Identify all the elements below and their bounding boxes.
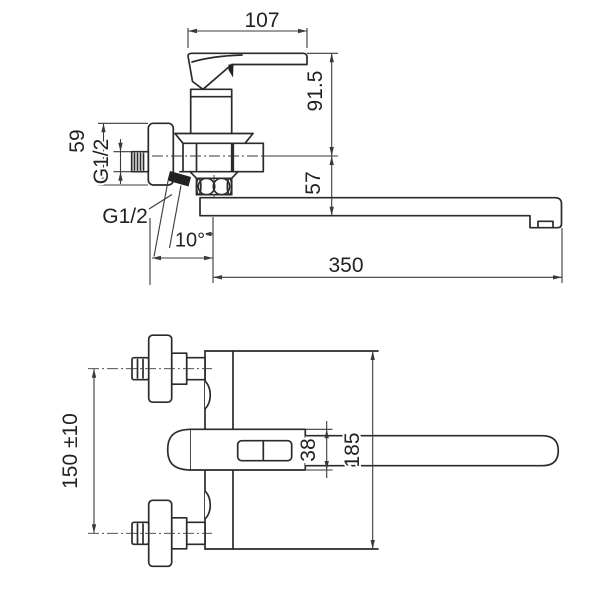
check-valve-fitting [232,142,265,173]
dimension-59: 59 [64,122,148,186]
cartridge-cap [189,88,233,98]
dimension-150: 150 ±10 [57,368,97,534]
label-59: 59 [66,129,89,152]
label-91-5: 91.5 [304,71,327,112]
dimension-91-5: 91.5 [263,52,338,157]
front-window [236,439,293,462]
label-g12-leader: G1/2 [102,205,148,228]
label-38: 38 [297,438,320,461]
dimension-350: 350 [212,217,563,283]
backplate-notch-bottom [204,490,212,520]
eccentric-connector-section [167,171,191,187]
label-150: 150 ±10 [59,413,82,489]
front-body-dome [166,428,191,471]
dimension-g12-vertical: G1/2 [88,137,132,186]
dimension-angle-10: 10° [149,218,213,285]
aerator [537,220,554,229]
tilt-extension-line-b [168,185,182,249]
handle-lever [187,52,308,91]
dimension-185: 185 [339,351,375,549]
label-107: 107 [244,9,279,32]
label-g12-leader-group: G1/2 [100,194,173,230]
label-10-degrees: 10° [175,230,205,252]
front-eccentric-top [88,334,212,404]
tilt-extension-line-a [153,180,169,257]
handle-top-edge-line [191,54,243,63]
dimension-107: 107 [187,7,308,48]
side-view-drawing: 107 91.5 57 350 [64,7,563,285]
dimension-38: 38 [295,421,333,478]
label-185: 185 [341,432,364,467]
dimension-57: 57 [300,156,334,216]
front-view-drawing: 150 ±10 38 185 [57,334,560,568]
nipple-thread-ticks [133,152,145,171]
handle-pivot-pin [228,64,234,78]
spout [199,196,563,229]
front-spout [305,434,560,467]
swivel-nut [189,170,239,198]
label-g12-vertical: G1/2 [90,139,113,185]
label-57: 57 [302,171,325,194]
front-eccentric-bottom [88,499,212,568]
label-350: 350 [328,254,363,277]
backplate-notch-top [204,380,212,410]
